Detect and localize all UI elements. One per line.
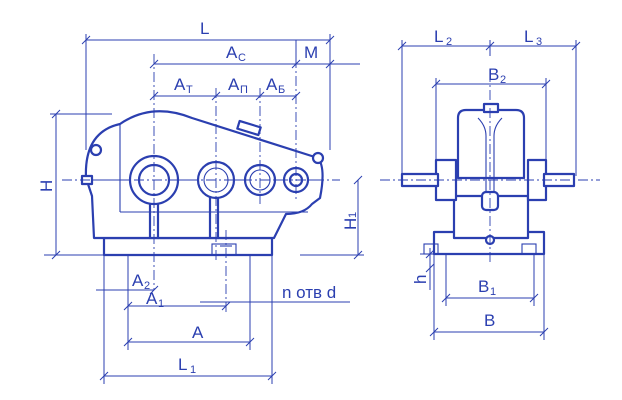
- dim-L: L: [200, 19, 209, 38]
- dim-L2: L: [434, 27, 443, 46]
- dim-A2: A: [132, 271, 144, 290]
- dim-B: B: [484, 311, 495, 330]
- dim-Ab: A: [266, 75, 278, 94]
- dim-Ab-sub: Б: [278, 84, 285, 96]
- lifting-eye-left: [89, 143, 103, 157]
- side-view: [380, 72, 600, 262]
- dim-L1: L: [178, 355, 187, 374]
- dim-L2-sub: 2: [446, 36, 452, 48]
- front-base-plate: [102, 236, 274, 257]
- inspection-cover: [236, 119, 262, 137]
- dim-A1: A: [146, 289, 158, 308]
- dim-A1-sub: 1: [158, 298, 164, 310]
- dim-H1: H: [341, 218, 360, 230]
- dim-B1: B: [478, 277, 489, 296]
- front-dimensions: [44, 34, 364, 384]
- dim-L3: L: [524, 27, 533, 46]
- dim-Ap-sub: П: [240, 84, 248, 96]
- dim-B1-sub: 1: [490, 286, 496, 298]
- dim-H: H: [37, 180, 56, 192]
- dim-B2-sub: 2: [500, 74, 506, 86]
- dim-L1-sub: 1: [190, 364, 196, 376]
- dim-At-sub: T: [186, 84, 193, 96]
- side-dimensions: [397, 40, 581, 340]
- side-labels: L 2 L 3 B 2 h B 1 B: [411, 27, 542, 330]
- front-view: [62, 54, 340, 312]
- dim-A: A: [192, 323, 204, 342]
- dim-holes: n отв d: [282, 283, 336, 302]
- side-upper-cover: [456, 108, 526, 180]
- dim-h: h: [411, 275, 430, 284]
- dim-L3-sub: 3: [536, 36, 542, 48]
- dim-At: A: [174, 75, 186, 94]
- dim-A2-sub: 2: [144, 280, 150, 292]
- front-labels: L A C M A T A П A Б H H 1 A 2 A 1 A L 1 …: [37, 19, 360, 376]
- dim-Ac: A: [226, 43, 238, 62]
- dim-B2: B: [488, 65, 499, 84]
- dim-H1-sub: 1: [347, 212, 359, 218]
- dim-Ac-sub: C: [238, 52, 246, 64]
- dim-M: M: [304, 43, 318, 62]
- lifting-eye-right: [311, 151, 325, 165]
- dim-Ap: A: [228, 75, 240, 94]
